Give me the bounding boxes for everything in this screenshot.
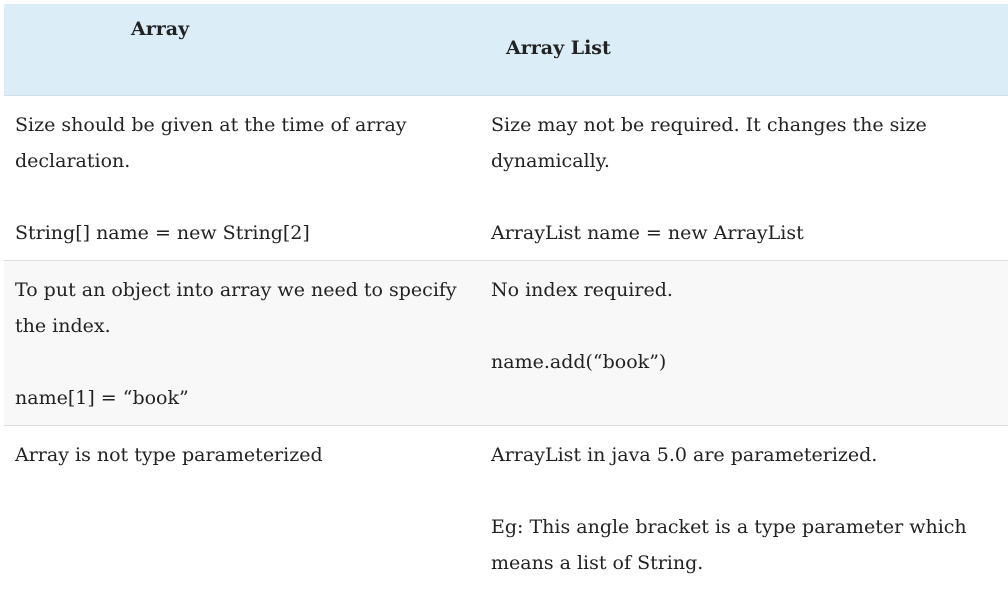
cell-text: Size may not be required. It changes the… [491, 114, 927, 172]
cell-text: Eg: This angle bracket is a type paramet… [491, 516, 967, 574]
cell-array-list: Size may not be required. It changes the… [481, 96, 1008, 260]
cell-array: To put an object into array we need to s… [4, 261, 481, 425]
header-array-list: Array List [506, 37, 611, 59]
table-row: Size should be given at the time of arra… [4, 96, 1008, 261]
cell-text: No index required. [491, 279, 673, 301]
cell-text: ArrayList in java 5.0 are parameterized. [491, 444, 878, 466]
cell-array-list: No index required. name.add(“book”) [481, 261, 1008, 425]
table-row: Array is not type parameterized ArrayLis… [4, 426, 1008, 595]
cell-text: To put an object into array we need to s… [15, 279, 457, 337]
cell-code: name[1] = “book” [15, 387, 189, 409]
header-array: Array [131, 18, 190, 40]
cell-array: Array is not type parameterized [4, 426, 481, 595]
cell-code: name.add(“book”) [491, 351, 667, 373]
cell-code: String[] name = new String[2] [15, 222, 310, 244]
cell-text: Array is not type parameterized [15, 444, 323, 466]
table-header: Array Array List [4, 4, 1008, 96]
table-row: To put an object into array we need to s… [4, 261, 1008, 426]
cell-text: Size should be given at the time of arra… [15, 114, 407, 172]
cell-array: Size should be given at the time of arra… [4, 96, 481, 260]
comparison-table: Array Array List Size should be given at… [4, 4, 1008, 595]
cell-array-list: ArrayList in java 5.0 are parameterized.… [481, 426, 1008, 595]
cell-code: ArrayList name = new ArrayList [491, 222, 804, 244]
